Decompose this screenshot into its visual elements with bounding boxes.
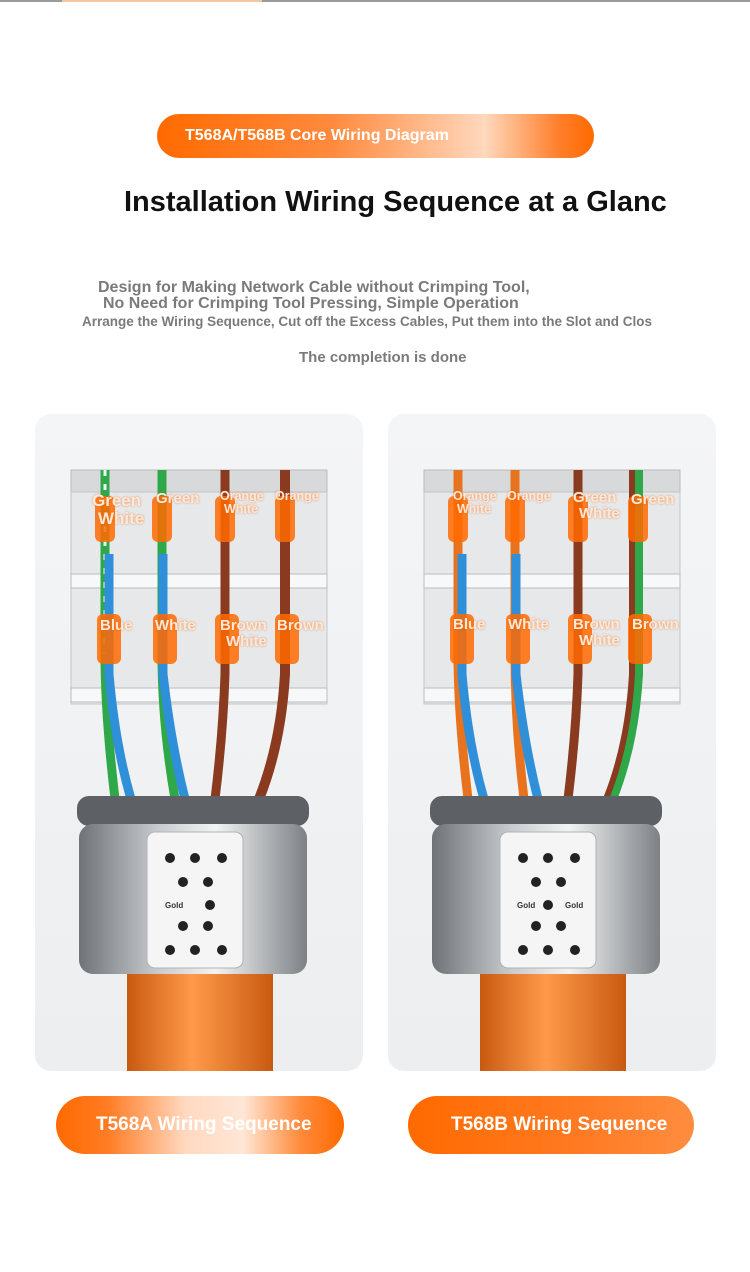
nut-ring xyxy=(77,796,309,826)
t568b-pin8-label: Brown xyxy=(632,616,679,633)
t568b-pin1-label: Orange White xyxy=(453,489,497,517)
diagram-type-pill: T568A/T568B Core Wiring Diagram xyxy=(157,114,594,158)
wire-orange-white xyxy=(210,470,230,800)
t568b-pin5-label: Blue xyxy=(453,616,486,633)
wire-green-white xyxy=(563,470,583,800)
contact-highlight xyxy=(215,614,239,664)
contact-highlight xyxy=(628,614,652,664)
t568b-gold-label-left: Gold xyxy=(517,901,536,910)
wire-brown xyxy=(603,470,635,801)
contact-highlight xyxy=(275,614,299,664)
t568b-pin2-label: Orange xyxy=(507,489,551,503)
nut-face xyxy=(146,831,244,969)
t568b-pin6-label: White xyxy=(508,616,549,633)
t568a-connector-panel: Green White Green Orange White Orange Bl… xyxy=(35,414,363,1071)
t568a-gold-label: Gold xyxy=(165,901,184,910)
t568a-pin8-label: Brown xyxy=(277,617,324,634)
diagram-type-label: T568A/T568B Core Wiring Diagram xyxy=(185,127,449,144)
t568b-pin7-label: Brown White xyxy=(573,616,620,649)
t568a-pin1-label: Green White xyxy=(92,491,145,528)
t568a-connector-illustration xyxy=(70,469,328,1071)
wire-orange xyxy=(254,470,290,801)
nut-ring xyxy=(430,796,662,826)
slot-rail-lower xyxy=(423,687,681,703)
contact-highlight xyxy=(95,496,115,542)
subtitle-line-4: The completion is done xyxy=(299,349,467,366)
t568a-pin3-label: Orange White xyxy=(220,489,264,517)
t568a-sequence-label: T568A Wiring Sequence xyxy=(96,1114,312,1135)
wire-blue-white xyxy=(158,554,190,801)
t568a-pin4-label: Orange xyxy=(275,489,319,503)
subtitle-line-3: Arrange the Wiring Sequence, Cut off the… xyxy=(82,314,652,329)
t568b-connector-illustration xyxy=(423,469,681,1071)
contact-highlight xyxy=(568,496,588,542)
screw-dots xyxy=(518,853,580,955)
t568b-pin4-label: Green xyxy=(631,491,675,508)
contact-highlight xyxy=(97,614,121,664)
wire-blue xyxy=(457,554,489,801)
wire-blue xyxy=(104,554,136,801)
subtitle-line-2: No Need for Crimping Tool Pressing, Simp… xyxy=(103,295,519,312)
t568a-pin5-label: Blue xyxy=(100,617,133,634)
subtitle-line-1: Design for Making Network Cable without … xyxy=(98,279,530,296)
contact-highlight xyxy=(450,614,474,664)
t568b-sequence-label: T568B Wiring Sequence xyxy=(451,1114,668,1135)
contact-highlight xyxy=(275,496,295,542)
slot-rail-lower xyxy=(70,687,328,703)
contact-highlight xyxy=(568,614,592,664)
t568b-gold-label-right: Gold xyxy=(565,901,584,910)
contact-highlight xyxy=(506,614,530,664)
t568a-pin6-label: White xyxy=(155,617,196,634)
t568a-sequence-pill: T568A Wiring Sequence xyxy=(56,1096,344,1154)
contact-highlight xyxy=(448,496,468,542)
t568b-connector-panel: Orange White Orange Green White Green Bl… xyxy=(388,414,716,1071)
contact-highlight xyxy=(505,496,525,542)
wire-green xyxy=(607,470,643,801)
t568b-pin3-label: Green White xyxy=(573,489,620,522)
contact-highlight xyxy=(215,496,235,542)
screw-dots xyxy=(165,853,227,955)
top-rule xyxy=(0,0,750,2)
contact-highlight xyxy=(628,496,648,542)
slot-rail-upper xyxy=(423,573,681,589)
contact-highlight xyxy=(153,614,177,664)
page-title: Installation Wiring Sequence at a Glanc xyxy=(124,186,667,218)
t568a-pin7-label: Brown White xyxy=(220,617,267,650)
contact-highlight xyxy=(152,496,172,542)
t568a-pin2-label: Green xyxy=(156,490,200,507)
slot-rail-upper xyxy=(70,573,328,589)
t568b-sequence-pill: T568B Wiring Sequence xyxy=(408,1096,694,1154)
wire-blue-white xyxy=(511,554,543,801)
top-rule-accent xyxy=(62,0,262,2)
